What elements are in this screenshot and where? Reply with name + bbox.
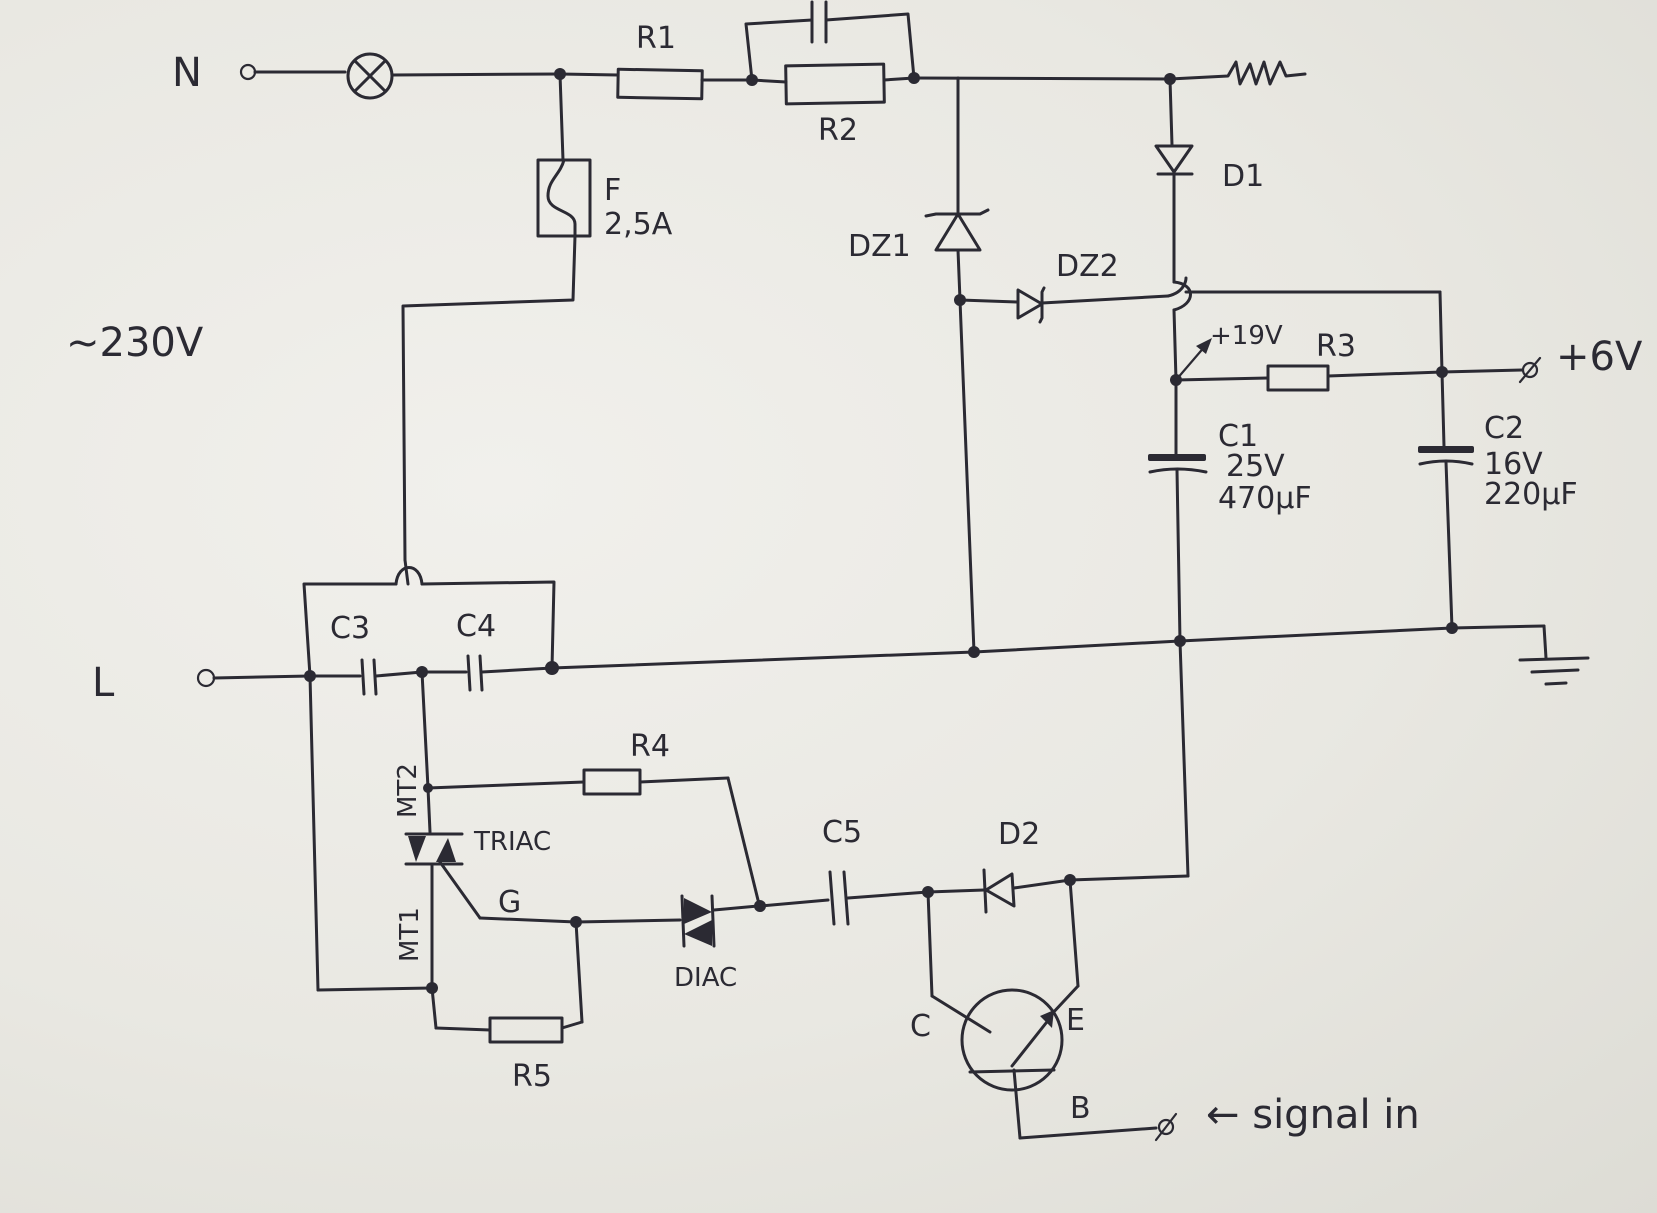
mt2-label: MT2 [393, 763, 423, 818]
c2-capacitance-label: 220µF [1484, 477, 1578, 512]
dz2-branch [958, 276, 1444, 374]
r2-parallel-capacitor [744, 0, 916, 82]
c3-label: C3 [330, 611, 370, 646]
c2-voltage-label: 16V [1484, 447, 1543, 482]
plus19v-label: +19V [1210, 321, 1283, 351]
diac-label: DIAC [674, 963, 737, 993]
r3-resistor [1266, 364, 1330, 392]
fuse-label: F [604, 173, 621, 208]
dz1-label: DZ1 [848, 229, 911, 264]
c2-label: C2 [1484, 411, 1524, 446]
antenna-symbol [1168, 60, 1307, 86]
neutral-label: N [172, 50, 202, 96]
c4-label: C4 [456, 609, 496, 644]
signal-in-label: ← signal in [1206, 1092, 1420, 1138]
d2-label: D2 [998, 817, 1040, 852]
line-rail [196, 558, 559, 992]
gate-label: G [498, 885, 521, 920]
d1-label: D1 [1222, 159, 1264, 194]
mt1-label: MT1 [395, 907, 425, 962]
diac-symbol [680, 894, 716, 948]
neutral-terminal [239, 63, 257, 81]
mains-voltage-label: ~230V [66, 320, 204, 366]
r4-resistor [582, 768, 642, 796]
r5-resistor [488, 1016, 564, 1044]
collector-label: C [910, 1009, 931, 1044]
fuse-symbol [536, 158, 592, 238]
r3-branch [1174, 356, 1542, 392]
base-label: B [1070, 1091, 1091, 1126]
r1-resistor [616, 67, 704, 101]
d2-diode [982, 868, 1016, 914]
triac-label: TRIAC [473, 827, 551, 857]
dz1-branch [924, 76, 990, 654]
r3-label: R3 [1316, 329, 1356, 364]
ground-rail [550, 622, 1590, 882]
fuse-rating-label: 2,5A [604, 207, 673, 242]
lamp-symbol [346, 52, 394, 100]
c1-capacitance-label: 470µF [1218, 481, 1312, 516]
r5-label: R5 [512, 1059, 552, 1094]
r2-label: R2 [818, 113, 858, 148]
c2-capacitor-branch [1418, 370, 1474, 630]
ground-symbol [1518, 656, 1590, 686]
dz2-label: DZ2 [1056, 249, 1119, 284]
c5-label: C5 [822, 815, 862, 850]
npn-transistor [960, 988, 1064, 1092]
neutral-rail [239, 0, 1307, 106]
triac-symbol [404, 832, 482, 920]
line-label: L [92, 660, 115, 706]
plus6v-label: +6V [1556, 334, 1643, 380]
emitter-label: E [1066, 1003, 1085, 1038]
triac-section [404, 670, 766, 1044]
line-terminal [196, 668, 216, 688]
signal-terminal [1157, 1118, 1175, 1136]
fuse-branch [401, 72, 592, 562]
transistor-section [758, 868, 1178, 1142]
r4-label: R4 [630, 729, 670, 764]
c1-voltage-label: 25V [1226, 449, 1285, 484]
plus6v-terminal [1521, 361, 1539, 379]
d1-branch [1148, 77, 1212, 643]
r2-resistor [784, 62, 886, 106]
c1-label: C1 [1218, 419, 1258, 454]
r1-label: R1 [636, 21, 676, 56]
